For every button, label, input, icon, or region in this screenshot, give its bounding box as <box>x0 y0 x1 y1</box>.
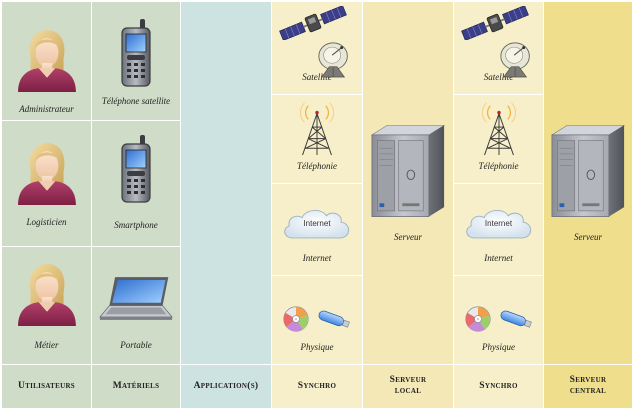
synchro-telephonie: Téléphonie <box>454 95 543 183</box>
local-server: Serveur <box>363 112 453 242</box>
device-telephone-satellite: Téléphone satellite <box>92 2 180 120</box>
synchro-telephonie: Téléphonie <box>272 95 362 183</box>
server-label: Serveur <box>574 232 602 242</box>
divider <box>454 364 543 365</box>
user-label: Logisticien <box>26 217 67 227</box>
usb-key-icon <box>496 308 534 330</box>
user-administrateur: Administrateur <box>2 2 91 120</box>
column-header: Synchro <box>479 380 518 391</box>
divider <box>2 364 91 365</box>
column-synchro-central: Satellite Téléphonie Internet Internet P… <box>454 2 543 408</box>
divider <box>92 246 180 247</box>
server-label: Serveur <box>394 232 422 242</box>
header-line: central <box>569 386 607 396</box>
device-label: Téléphone satellite <box>101 96 171 106</box>
physical-media <box>464 305 534 333</box>
divider <box>272 275 362 276</box>
synchro-label: Satellite <box>483 72 514 82</box>
user-metier: Métier <box>2 247 91 364</box>
satellite-icon <box>460 6 530 40</box>
header-line: local <box>394 386 422 396</box>
divider <box>181 364 271 365</box>
synchro-physique: Physique <box>454 276 543 364</box>
divider <box>363 364 453 365</box>
server-tower-icon <box>550 123 626 219</box>
user-logisticien: Logisticien <box>2 121 91 227</box>
person-icon <box>16 140 78 206</box>
synchro-satellite: Satellite <box>272 2 362 94</box>
divider <box>272 183 362 184</box>
column-serveur-central: Serveur Serveur central <box>544 2 632 408</box>
satellite-icon <box>278 6 348 40</box>
cloud-label: Internet <box>303 219 331 228</box>
synchro-label: Internet <box>484 253 513 263</box>
synchro-satellite: Satellite <box>454 2 543 94</box>
smartphone-icon <box>116 135 156 205</box>
server-tower-icon <box>370 123 446 219</box>
person-icon <box>16 261 78 327</box>
divider <box>2 120 91 121</box>
divider <box>272 94 362 95</box>
column-header: Matériels <box>112 380 160 391</box>
divider <box>2 246 91 247</box>
synchro-label: Physique <box>300 342 334 352</box>
header-line: Serveur <box>569 375 607 386</box>
device-smartphone: Smartphone <box>92 121 180 246</box>
satellite-phone-icon <box>116 19 156 89</box>
cloud-label: Internet <box>484 219 513 228</box>
header-line: Serveur <box>389 375 427 386</box>
device-portable: Portable <box>92 247 180 364</box>
divider <box>272 364 362 365</box>
synchro-label: Téléphonie <box>297 161 337 171</box>
dish-antenna-icon <box>498 40 536 78</box>
cd-icon <box>464 305 492 333</box>
cd-icon <box>282 305 310 333</box>
divider <box>544 364 632 365</box>
radio-tower-icon <box>479 102 519 156</box>
person-icon <box>16 27 78 93</box>
column-header: Application(s) <box>193 380 259 391</box>
user-label: Métier <box>34 340 59 350</box>
column-header: Synchro <box>297 380 337 391</box>
column-applications: Application(s) <box>181 2 271 408</box>
physical-media <box>282 305 352 333</box>
divider <box>454 94 543 95</box>
laptop-icon <box>98 275 174 323</box>
synchro-physique: Physique <box>272 276 362 364</box>
synchro-label: Téléphonie <box>478 161 519 171</box>
central-server: Serveur <box>544 112 632 242</box>
column-serveur-local: Serveur Serveur local <box>363 2 453 408</box>
column-utilisateurs: Administrateur Logisticien Métier Utilis… <box>2 2 91 408</box>
divider <box>454 275 543 276</box>
internet-cloud: Internet <box>280 206 354 244</box>
device-label: Portable <box>120 340 152 350</box>
device-label: Smartphone <box>114 220 158 230</box>
synchro-internet: Internet Internet <box>272 184 362 275</box>
user-label: Administrateur <box>19 104 74 114</box>
usb-key-icon <box>314 308 352 330</box>
radio-tower-icon <box>297 102 337 156</box>
synchro-label: Physique <box>482 342 515 352</box>
internet-cloud: Internet <box>462 206 536 244</box>
divider <box>454 183 543 184</box>
dish-antenna-icon <box>316 40 354 78</box>
column-synchro-local: Satellite Téléphonie Internet Internet P… <box>272 2 362 408</box>
column-header: Serveur local <box>363 364 453 408</box>
divider <box>92 364 180 365</box>
synchro-internet: Internet Internet <box>454 184 543 275</box>
divider <box>92 120 180 121</box>
synchro-label: Satellite <box>302 72 332 82</box>
synchro-label: Internet <box>302 253 332 263</box>
column-header: Serveur central <box>544 364 632 408</box>
column-header: Utilisateurs <box>17 380 76 391</box>
column-materiels: Téléphone satellite Smartphone Portable … <box>92 2 180 408</box>
